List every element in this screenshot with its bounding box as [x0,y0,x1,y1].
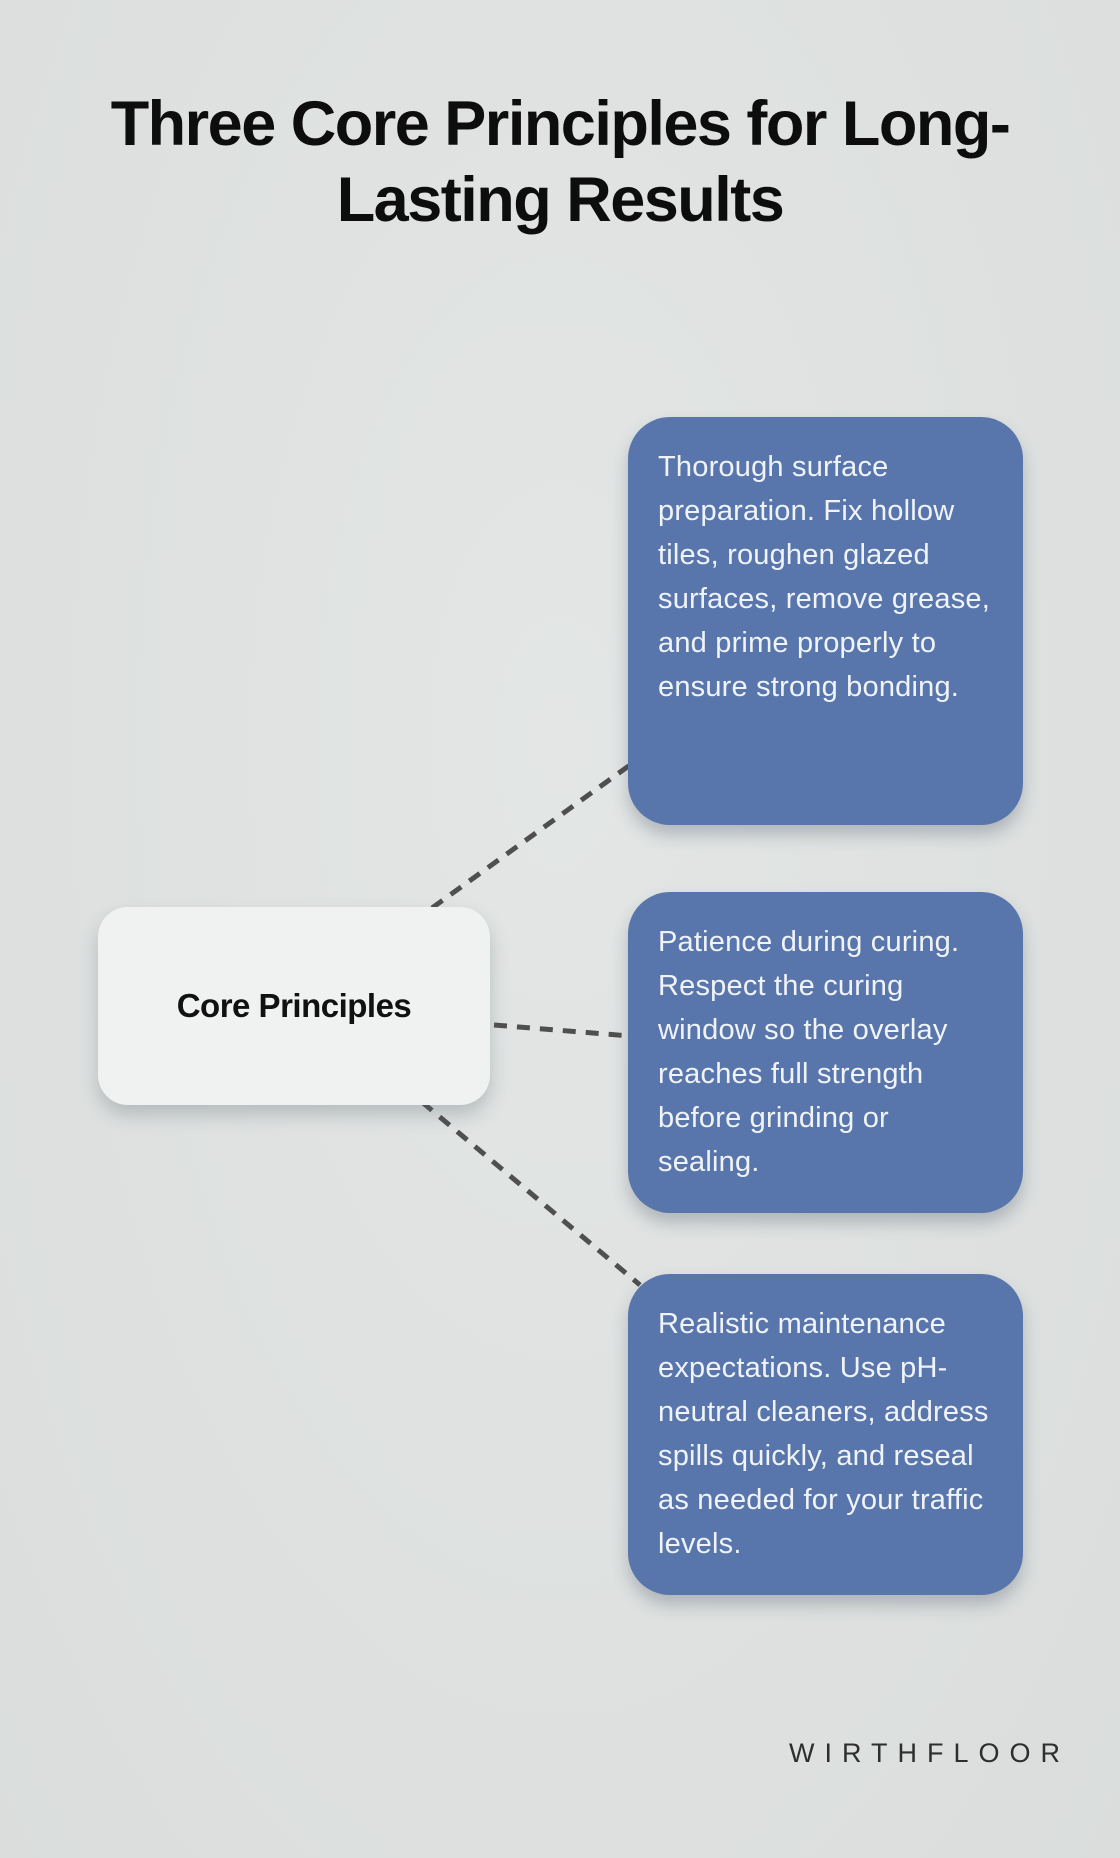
connector-line-bottom [420,1100,642,1287]
principle-text-1: Thorough surface preparation. Fix hollow… [658,451,990,703]
page-title-line1: Three Core Principles for Long- [110,89,1011,159]
connector-line-middle [493,1022,631,1039]
principle-text-3: Realistic maintenance expectations. Use … [658,1308,989,1560]
brand-wordmark: WIRTHFLOOR [789,1738,1070,1768]
page-title: Three Core Principles for Long- Lasting … [40,86,1080,238]
page-title-line2: Lasting Results [336,165,785,235]
center-node-label: Core Principles [176,987,412,1024]
principle-box-2: Patience during curing. Respect the curi… [628,892,1023,1213]
connector-line-top [430,762,632,911]
principle-box-3: Realistic maintenance expectations. Use … [628,1274,1023,1595]
principle-box-1: Thorough surface preparation. Fix hollow… [628,417,1023,825]
principle-text-2: Patience during curing. Respect the curi… [658,926,960,1178]
center-node: Core Principles [98,907,490,1105]
